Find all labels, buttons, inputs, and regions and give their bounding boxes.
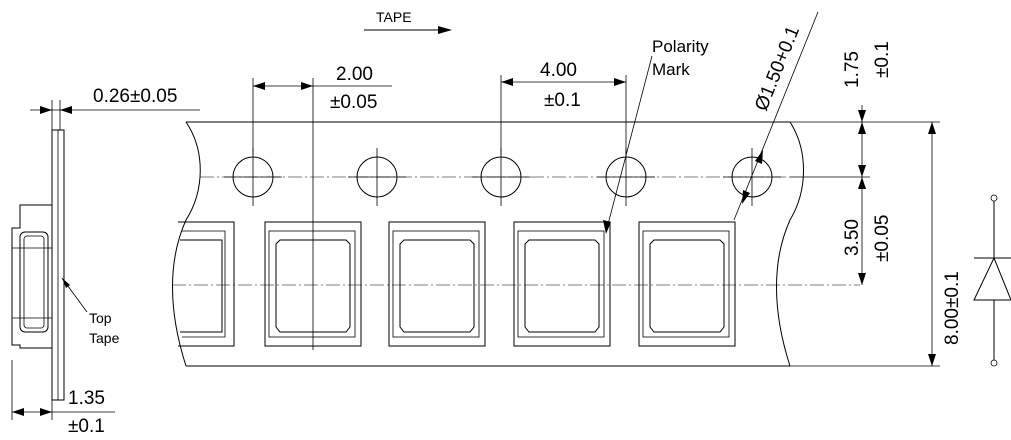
diameter-leader [733,11,819,221]
dim-edge-to-hole-value: 1.75 [842,51,863,88]
dim-pocket-depth-tol: ±0.1 [68,416,105,437]
dim-hole-to-center-value: 3.50 [842,219,863,256]
component-pocket [513,221,611,347]
dim-arrowhead [858,273,866,285]
polarity-leader [605,55,653,233]
side-view-component [19,231,49,333]
dim-pocket-depth: 1.35 ±0.1 [11,360,115,437]
top-tape-leader-arrowhead [62,278,70,288]
dim-edge-to-hole: 1.75 ±0.1 [790,41,940,178]
polarity-leader-arrowhead [603,220,611,234]
dim-cover-thickness-text: 0.26±0.05 [93,86,177,107]
dim-hole-to-center-tol: ±0.05 [872,215,893,262]
top-tape-label-line1: Top [89,310,112,326]
dim-tape-width-text: 8.00±0.1 [942,271,963,345]
polarity-mark-callout: Polarity Mark [603,37,709,234]
component-pocket [388,221,486,347]
top-view-tape [172,121,860,367]
dim-hole-pitch-tol: ±0.1 [544,90,581,111]
diameter-leader-arrowhead [742,190,750,204]
dim-hole-to-pocket: 2.00 ±0.05 [252,64,392,350]
dim-arrowhead [858,122,866,134]
sprocket-hole [472,148,530,206]
dim-arrowhead [858,177,866,189]
tape-direction-arrowhead [438,26,452,34]
dim-hole-diameter-text: 1.50+0.1 [757,23,804,100]
sprocket-hole [723,148,781,206]
dim-arrowhead [858,110,866,122]
dim-arrowhead [40,408,52,416]
dim-arrowhead [40,106,52,114]
dim-hole-to-pocket-value: 2.00 [336,64,373,85]
dim-arrowhead [501,78,513,86]
dim-pocket-depth-value: 1.35 [68,388,105,409]
diameter-leader-arrowhead [755,150,763,164]
dim-edge-to-hole-tol: ±0.1 [872,41,893,78]
side-view-component-inner [23,235,45,329]
dim-arrowhead [928,354,936,366]
polarity-label-line2: Mark [652,60,690,79]
dim-arrowhead [928,122,936,134]
diode-triangle [973,256,1011,301]
dim-hole-pitch: 4.00 ±0.1 [500,60,627,155]
dim-hole-diameter: Ø1.50+0.1 [733,11,819,221]
component-pocket [178,221,235,347]
dim-hole-to-center: 3.50 ±0.05 [842,177,893,285]
side-view-pocket-outline [11,204,52,349]
svg-text:Ø1.50+0.1: Ø1.50+0.1 [751,23,804,114]
diode-terminal-top [990,194,998,202]
dim-hole-to-pocket-tol: ±0.05 [330,92,377,113]
dim-arrowhead [614,78,626,86]
diode-symbol [973,194,1011,367]
dim-arrowhead [301,82,313,90]
dim-tape-width: 8.00±0.1 [790,122,963,367]
side-view: Top Tape [11,129,120,401]
sprocket-hole [348,148,406,206]
tape-right-break [776,121,804,367]
top-tape-label-line2: Tape [89,330,120,346]
dim-arrowhead [858,165,866,177]
dim-arrowhead [12,408,24,416]
dim-arrowhead [60,106,72,114]
dim-cover-thickness: 0.26±0.05 [30,86,200,130]
tape-direction-label: TAPE [376,9,412,25]
polarity-label-line1: Polarity [652,37,709,56]
component-pocket [638,221,736,347]
dim-arrowhead [253,82,265,90]
sprocket-hole [224,148,282,206]
tape-direction-indicator: TAPE [364,9,452,34]
tape-left-break [172,121,201,367]
dim-hole-pitch-value: 4.00 [540,60,577,81]
diode-terminal-bottom [990,359,998,367]
